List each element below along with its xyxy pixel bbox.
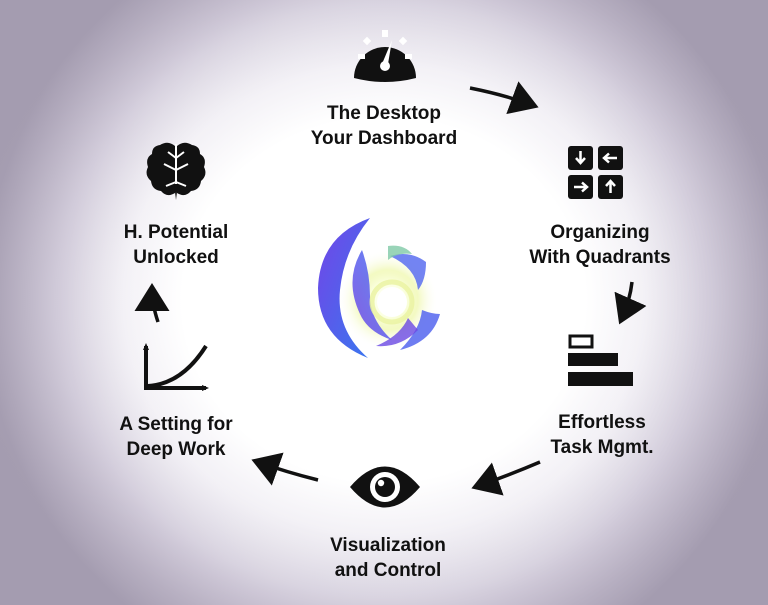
- step-label-quadrants: Organizing With Quadrants: [500, 220, 700, 270]
- quadrant-arrows-icon: [568, 146, 623, 199]
- step-deepwork-line2: Deep Work: [126, 439, 226, 460]
- eye-icon: [350, 466, 420, 508]
- step-potential-line2: Unlocked: [133, 247, 219, 268]
- step-visualization-line2: and Control: [334, 560, 442, 581]
- task-bars-icon: [568, 334, 633, 386]
- step-potential-line1: H. Potential: [123, 222, 229, 243]
- gauge-icon: [354, 30, 416, 82]
- step-deepwork-line1: A Setting for: [119, 414, 233, 435]
- step-tasks-line1: Effortless: [558, 412, 646, 433]
- step-label-potential: H. Potential Unlocked: [76, 220, 276, 270]
- step-label-tasks: Effortless Task Mgmt.: [502, 410, 702, 460]
- step-desktop-line2: Your Dashboard: [310, 128, 458, 149]
- swirl-logo: [318, 218, 440, 358]
- step-quadrants-line2: With Quadrants: [529, 247, 671, 268]
- step-label-deepwork: A Setting for Deep Work: [76, 412, 276, 462]
- growth-curve-icon: [143, 343, 209, 391]
- step-label-visualization: Visualization and Control: [288, 533, 488, 583]
- step-visualization-line1: Visualization: [330, 535, 446, 556]
- step-tasks-line2: Task Mgmt.: [550, 437, 654, 458]
- step-label-desktop: The Desktop Your Dashboard: [284, 101, 484, 151]
- step-desktop-line1: The Desktop: [326, 103, 442, 124]
- brain-icon: [146, 142, 206, 200]
- step-quadrants-line1: Organizing: [550, 222, 650, 243]
